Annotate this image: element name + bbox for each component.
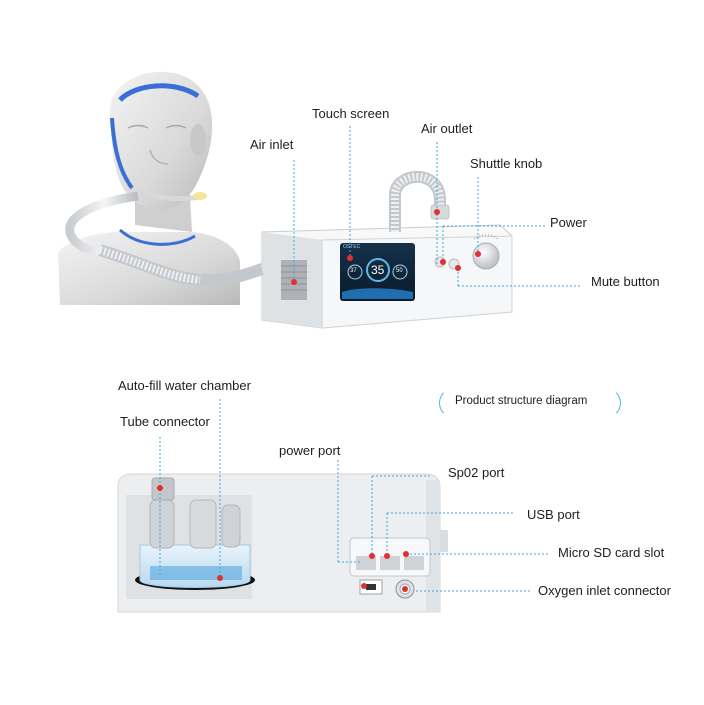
marker-tube-connector bbox=[157, 485, 163, 491]
marker-power-port bbox=[361, 583, 367, 589]
marker-mute-button bbox=[455, 265, 461, 271]
caption-pill bbox=[439, 388, 621, 418]
label-mute-button: Mute button bbox=[591, 274, 660, 289]
marker-water-chamber bbox=[217, 575, 223, 581]
tube-connector bbox=[151, 477, 175, 501]
screen-main-value: 35 bbox=[371, 263, 385, 277]
device-rear-view bbox=[117, 473, 448, 613]
nasal-cannula bbox=[65, 189, 207, 257]
screen-temp-value: 37 bbox=[350, 268, 357, 274]
label-micro-sd: Micro SD card slot bbox=[558, 545, 665, 560]
marker-shuttle-knob bbox=[475, 251, 481, 257]
markers bbox=[157, 209, 481, 592]
marker-touch-screen bbox=[347, 255, 353, 261]
label-usb-port: USB port bbox=[527, 507, 580, 522]
marker-air-outlet bbox=[434, 209, 440, 215]
marker-oxygen-inlet bbox=[402, 586, 408, 592]
port-panel bbox=[349, 537, 431, 599]
air-outlet-tube bbox=[389, 171, 450, 232]
caption-text: Product structure diagram bbox=[455, 395, 588, 407]
label-auto-fill: Auto-fill water chamber bbox=[118, 378, 251, 393]
screen-brand: OSTEC bbox=[343, 244, 361, 250]
label-power-port: power port bbox=[279, 443, 341, 458]
device-front-view bbox=[261, 224, 513, 329]
marker-spo2-port bbox=[369, 553, 375, 559]
marker-air-inlet bbox=[291, 279, 297, 285]
label-air-outlet: Air outlet bbox=[421, 121, 473, 136]
auto-fill-water-chamber bbox=[135, 499, 255, 590]
label-touch-screen: Touch screen bbox=[312, 106, 390, 121]
label-air-inlet: Air inlet bbox=[250, 137, 294, 152]
label-spo2-port: Sp02 port bbox=[448, 465, 505, 480]
screen-right-value: 50 bbox=[396, 268, 403, 274]
label-shuttle-knob: Shuttle knob bbox=[470, 156, 543, 171]
touch-screen bbox=[340, 243, 415, 301]
label-oxygen-inlet: Oxygen inlet connector bbox=[538, 583, 671, 598]
marker-usb-port bbox=[384, 553, 390, 559]
label-power: Power bbox=[550, 215, 587, 230]
head-strap bbox=[110, 83, 200, 246]
marker-micro-sd bbox=[403, 551, 409, 557]
marker-power bbox=[440, 259, 446, 265]
label-tube-connector: Tube connector bbox=[120, 414, 210, 429]
